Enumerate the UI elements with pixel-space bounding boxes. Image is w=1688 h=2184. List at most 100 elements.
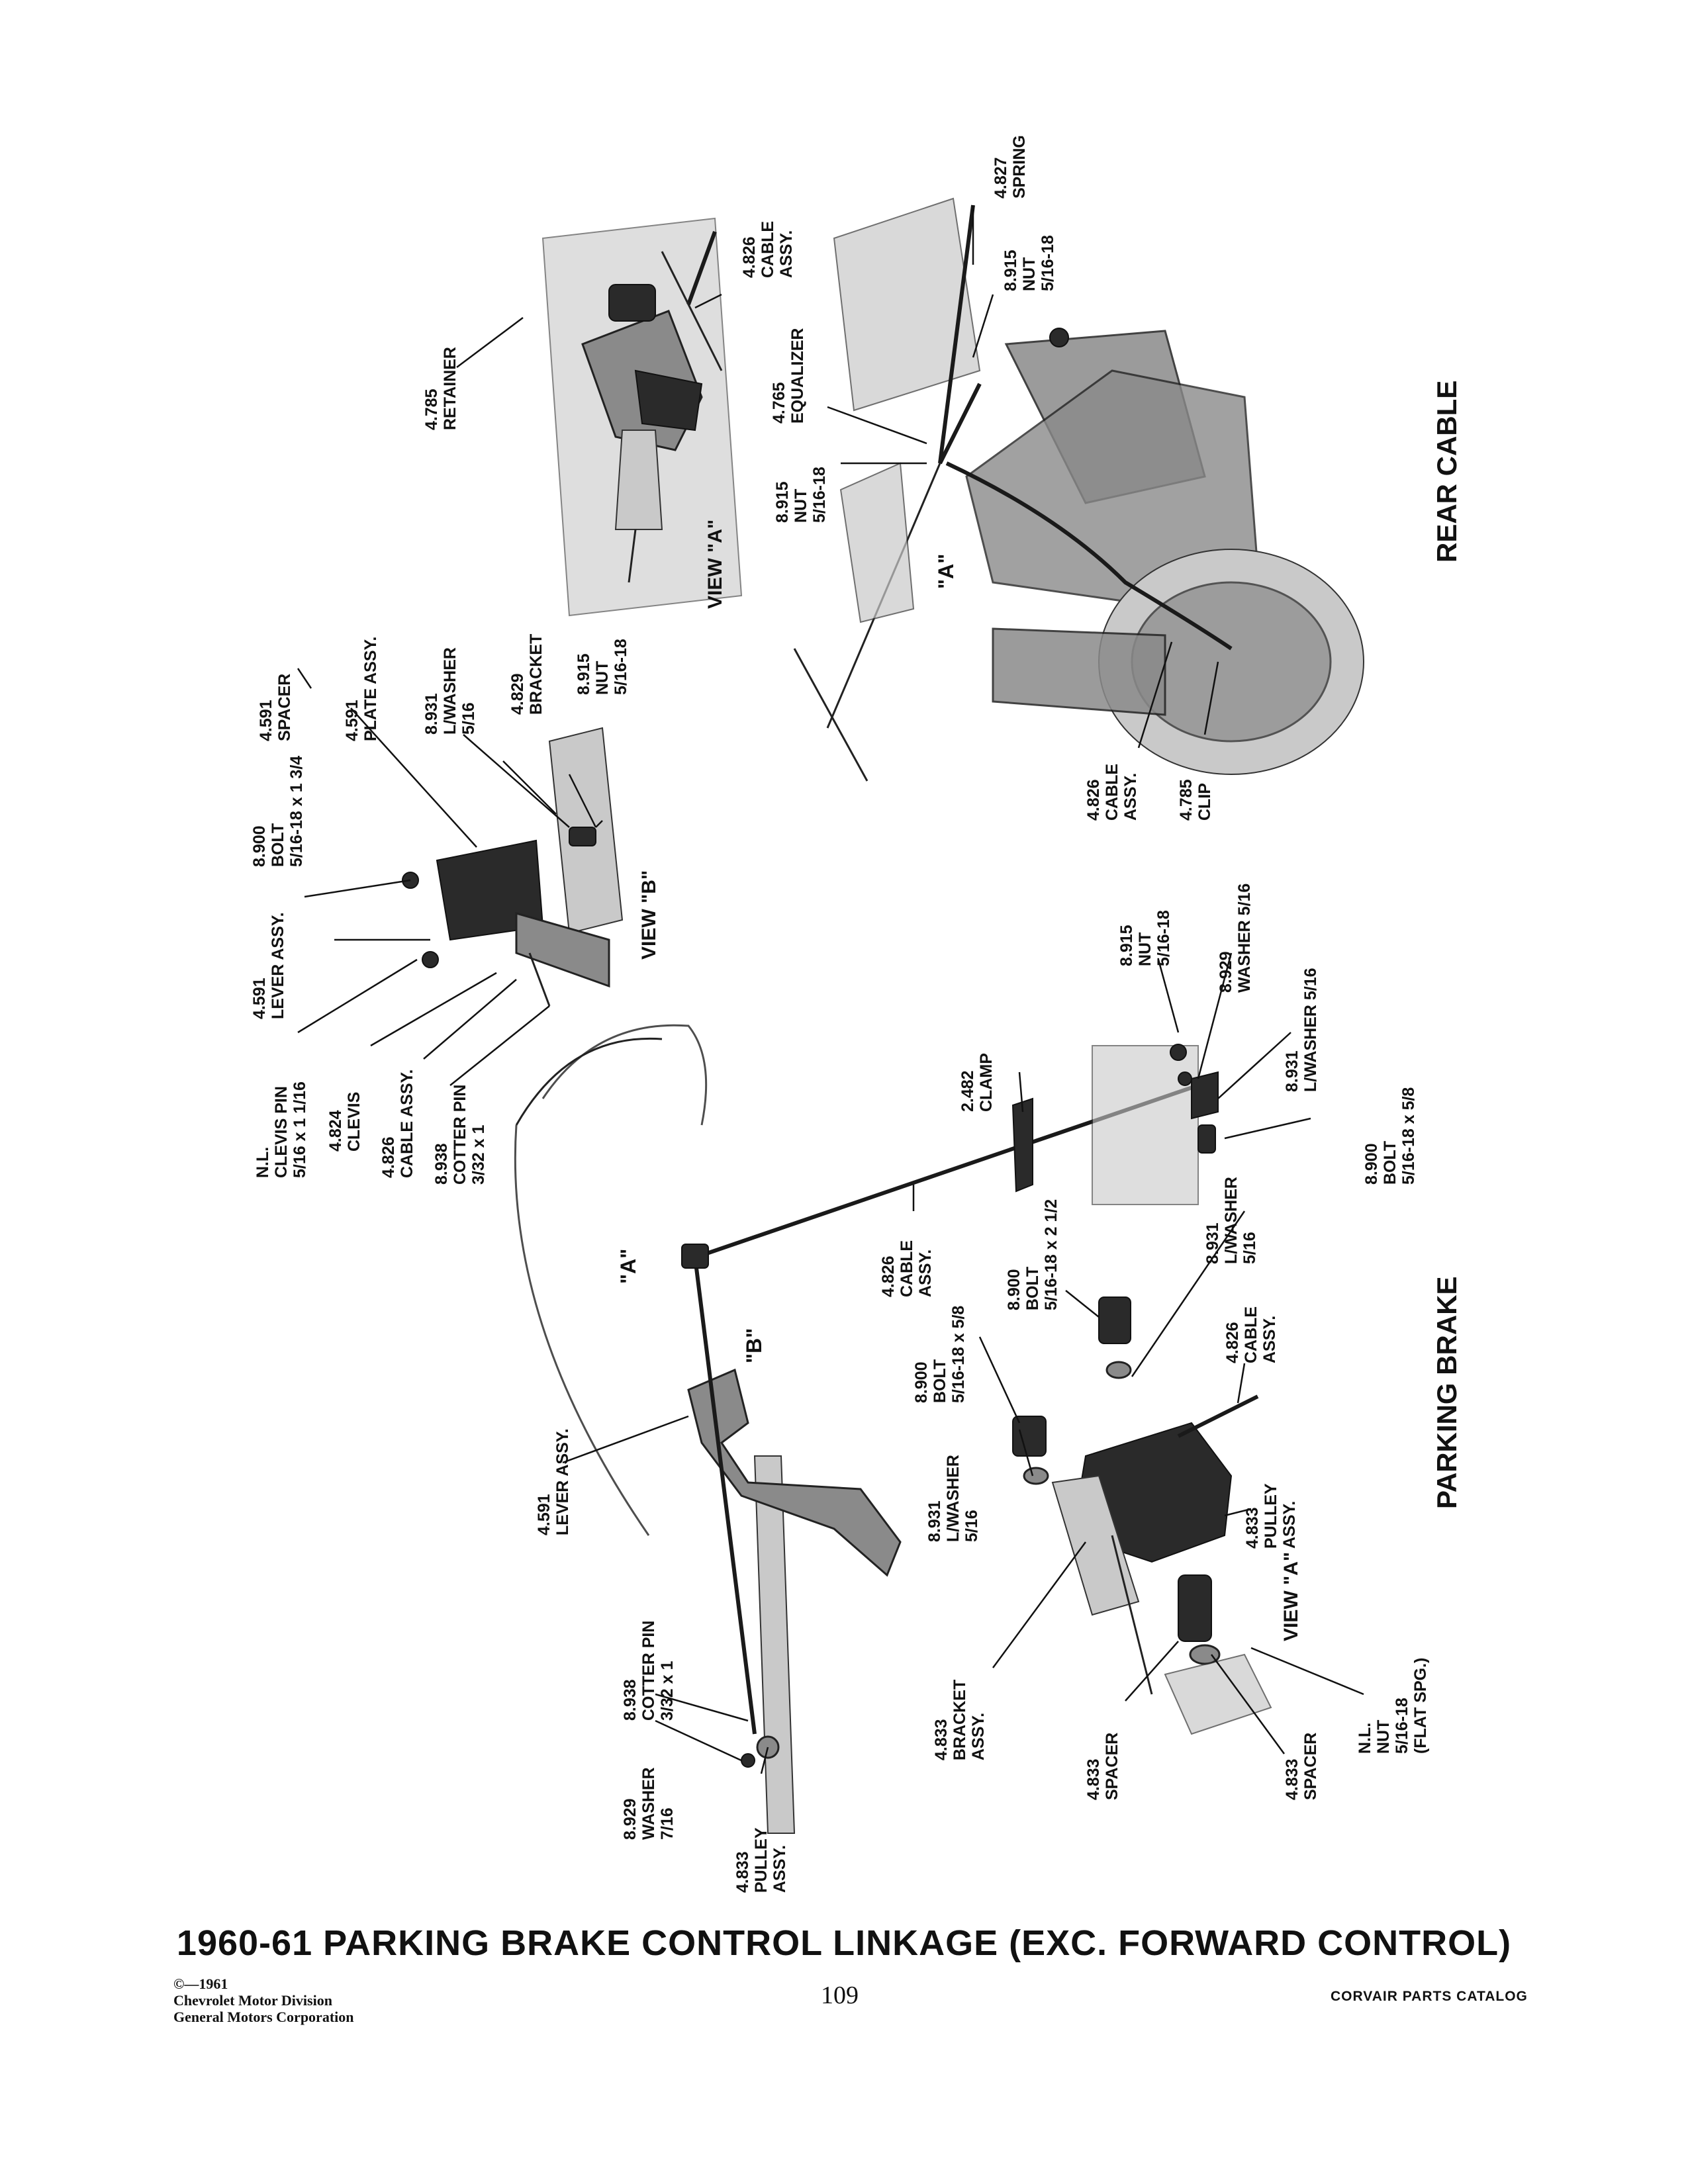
catalog-name: CORVAIR PARTS CATALOG — [1331, 1989, 1528, 2004]
svg-text:7/16: 7/16 — [658, 1807, 677, 1840]
svg-text:5/16-18 x 5/8: 5/16-18 x 5/8 — [949, 1306, 968, 1403]
svg-text:CABLE: CABLE — [759, 221, 777, 278]
svg-text:8.900: 8.900 — [1005, 1269, 1023, 1310]
callout-bolt-pulley-a: 8.900 BOLT 5/16-18 x 2 1/2 — [1005, 1199, 1060, 1310]
svg-text:SPRING: SPRING — [1010, 135, 1029, 199]
callout-spacer-1: 4.833 SPACER — [1084, 1733, 1121, 1800]
svg-text:8.929: 8.929 — [621, 1798, 639, 1840]
callout-cotter-main: 8.938 COTTER PIN 3/32 x 1 — [621, 1621, 677, 1721]
view-b-label: VIEW "B" — [638, 870, 660, 960]
callout-bracket-main: 4.833 BRACKET ASSY. — [932, 1680, 988, 1760]
callout-pulley-assy: 4.833 PULLEY ASSY. — [1243, 1483, 1299, 1549]
callout-lever-b: 4.591 LEVER ASSY. — [250, 912, 287, 1019]
callout-bolt-pulley-b: 8.900 BOLT 5/16-18 x 5/8 — [912, 1306, 968, 1403]
callout-lwasher-pulley-a: 8.931 L/WASHER 5/16 — [1203, 1177, 1259, 1264]
svg-text:8.938: 8.938 — [432, 1143, 451, 1185]
svg-text:4.591: 4.591 — [257, 700, 275, 741]
parking-brake-heading: PARKING BRAKE — [1431, 1276, 1462, 1509]
page-title: 1960-61 PARKING BRAKE CONTROL LINKAGE (E… — [176, 1923, 1512, 1963]
svg-text:ASSY.: ASSY. — [771, 1845, 789, 1893]
svg-text:L/WASHER: L/WASHER — [944, 1455, 962, 1542]
svg-text:COTTER PIN: COTTER PIN — [639, 1621, 658, 1721]
svg-text:5/16-18: 5/16-18 — [810, 467, 829, 523]
svg-text:(FLAT SPG.): (FLAT SPG.) — [1411, 1658, 1430, 1754]
svg-text:CABLE ASSY.: CABLE ASSY. — [398, 1069, 416, 1178]
svg-text:8.931: 8.931 — [422, 693, 441, 735]
svg-text:8.931: 8.931 — [925, 1500, 944, 1542]
svg-text:8.900: 8.900 — [250, 825, 269, 867]
svg-text:ASSY.: ASSY. — [777, 230, 796, 278]
svg-text:5/16-18 x 2 1/2: 5/16-18 x 2 1/2 — [1042, 1199, 1060, 1310]
svg-text:N.L.: N.L. — [1356, 1723, 1374, 1754]
marker-a-main: "A" — [616, 1249, 640, 1284]
view-a-pulley-illustration — [1012, 1297, 1272, 1735]
rear-cable-illustration — [793, 197, 1364, 782]
svg-text:ASSY.: ASSY. — [1280, 1501, 1299, 1549]
svg-text:4.829: 4.829 — [508, 673, 527, 715]
svg-text:NUT: NUT — [1374, 1720, 1393, 1754]
svg-text:L/WASHER: L/WASHER — [1222, 1177, 1241, 1264]
callout-washer-main: 8.929 WASHER 7/16 — [621, 1767, 677, 1840]
svg-text:4.591: 4.591 — [250, 978, 269, 1019]
svg-text:8.915: 8.915 — [773, 481, 792, 523]
svg-text:CLAMP: CLAMP — [977, 1053, 996, 1112]
svg-text:8.931: 8.931 — [1283, 1050, 1301, 1092]
svg-text:SPACER: SPACER — [1301, 1733, 1320, 1800]
svg-text:8.931: 8.931 — [1203, 1222, 1222, 1264]
callout-clevis-pin: N.L. CLEVIS PIN 5/16 x 1 1/16 — [254, 1081, 309, 1178]
svg-text:CLEVIS PIN: CLEVIS PIN — [272, 1086, 291, 1178]
svg-text:5/16: 5/16 — [459, 702, 478, 735]
svg-text:ASSY.: ASSY. — [1260, 1316, 1279, 1363]
callout-lwasher-mid: 8.931 L/WASHER 5/16 — [1283, 968, 1320, 1092]
svg-text:8.915: 8.915 — [575, 653, 593, 695]
svg-text:8.900: 8.900 — [1362, 1143, 1381, 1185]
rear-cable-heading: REAR CABLE — [1431, 381, 1462, 563]
svg-text:4.591: 4.591 — [535, 1494, 553, 1535]
svg-text:4.826: 4.826 — [1223, 1322, 1242, 1363]
svg-text:PULLEY: PULLEY — [752, 1827, 771, 1893]
callout-pulley-main: 4.833 PULLEY ASSY. — [733, 1827, 789, 1893]
svg-text:BRACKET: BRACKET — [527, 634, 545, 715]
svg-text:L/WASHER 5/16: L/WASHER 5/16 — [1301, 968, 1320, 1092]
view-a-bottom-label: VIEW "A" — [1280, 1552, 1302, 1641]
svg-text:ASSY.: ASSY. — [969, 1713, 988, 1760]
svg-text:5/16-18: 5/16-18 — [1393, 1698, 1411, 1754]
callout-lever-main: 4.591 LEVER ASSY. — [535, 1428, 572, 1535]
svg-text:ASSY.: ASSY. — [1121, 773, 1140, 821]
callout-spacer-b: 4.591 SPACER — [257, 674, 294, 741]
svg-text:4.824: 4.824 — [326, 1110, 345, 1152]
callout-nut-top-right: 8.915 NUT 5/16-18 — [1002, 235, 1057, 291]
callout-bolt-mid: 8.900 BOLT 5/16-18 x 5/8 — [1362, 1087, 1418, 1185]
svg-text:5/16-18 x 5/8: 5/16-18 x 5/8 — [1399, 1087, 1418, 1185]
callout-clevis: 4.824 CLEVIS — [326, 1092, 363, 1152]
svg-text:4.833: 4.833 — [1243, 1507, 1262, 1549]
svg-text:4.785: 4.785 — [422, 388, 441, 430]
svg-text:PLATE ASSY.: PLATE ASSY. — [361, 637, 380, 741]
callout-nut-b: 8.915 NUT 5/16-18 — [575, 639, 630, 695]
svg-text:LEVER ASSY.: LEVER ASSY. — [269, 912, 287, 1019]
marker-b-main: "B" — [742, 1328, 766, 1363]
callout-lwasher-b: 8.931 L/WASHER 5/16 — [422, 647, 478, 735]
svg-text:ASSY.: ASSY. — [916, 1250, 935, 1297]
svg-text:4.833: 4.833 — [1084, 1758, 1103, 1800]
callout-bracket-b: 4.829 BRACKET — [508, 634, 545, 715]
callout-lwasher-pulley-b: 8.931 L/WASHER 5/16 — [925, 1455, 981, 1542]
svg-text:SPACER: SPACER — [275, 674, 294, 741]
callout-cable-main: 4.826 CABLE ASSY. — [879, 1240, 935, 1297]
svg-text:4.826: 4.826 — [1084, 779, 1103, 821]
svg-text:8.938: 8.938 — [621, 1679, 639, 1721]
svg-text:NUT: NUT — [792, 489, 810, 523]
corporation-line: General Motors Corporation — [173, 2009, 354, 2025]
callout-cable-rear: 4.826 CABLE ASSY. — [1084, 764, 1140, 821]
callout-spring: 4.827 SPRING — [992, 135, 1029, 199]
svg-text:3/32 x 1: 3/32 x 1 — [469, 1125, 488, 1185]
svg-text:5/16-18 x 1 3/4: 5/16-18 x 1 3/4 — [287, 756, 306, 867]
view-b-illustration — [402, 727, 624, 1007]
marker-a-rear: "A" — [934, 554, 958, 589]
svg-text:NUT: NUT — [1136, 933, 1154, 966]
svg-text:NUT: NUT — [593, 661, 612, 695]
page-number: 109 — [821, 1981, 859, 2009]
callout-plate-b: 4.591 PLATE ASSY. — [343, 637, 380, 741]
svg-text:5/16-18: 5/16-18 — [1154, 910, 1173, 966]
svg-text:4.833: 4.833 — [1283, 1758, 1301, 1800]
